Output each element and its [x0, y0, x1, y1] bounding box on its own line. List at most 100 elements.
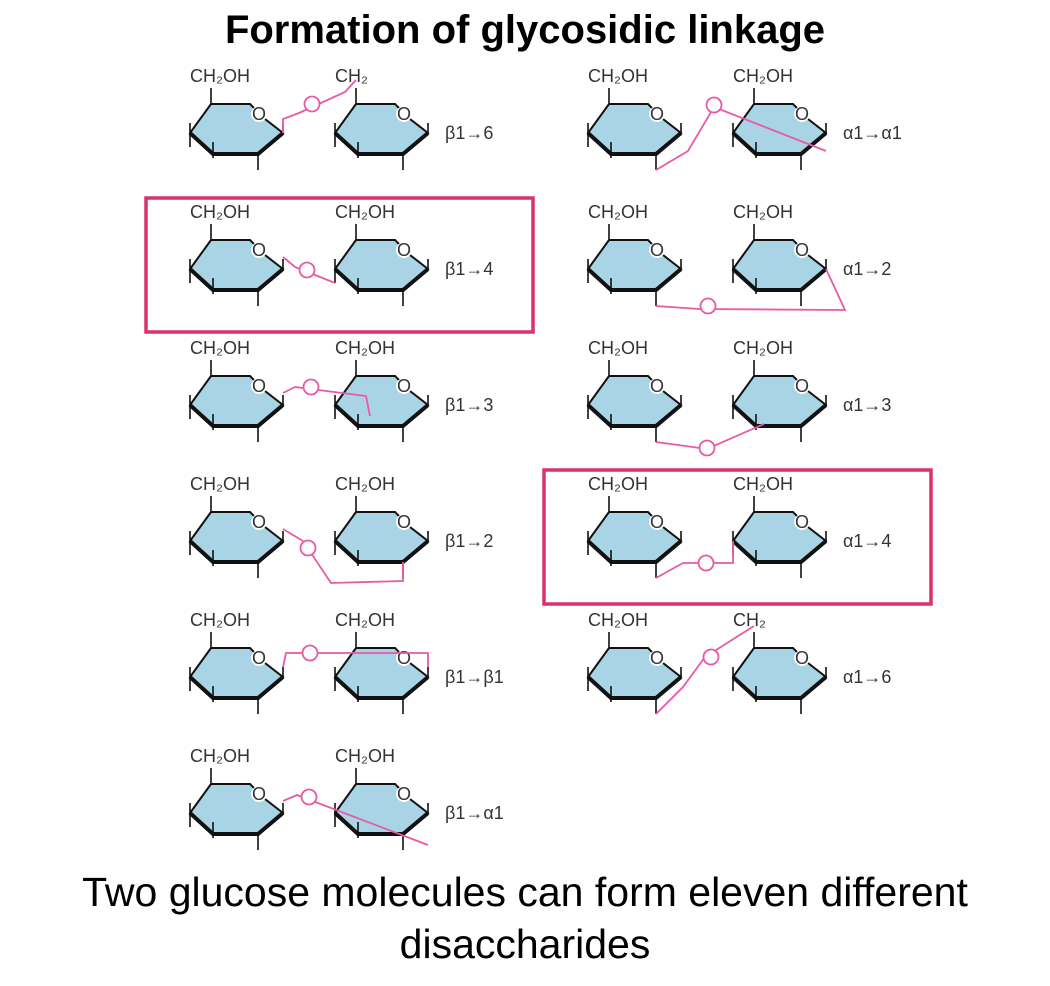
ring-top-label: CH₂OH — [190, 338, 250, 358]
ring-oxygen-bg — [649, 650, 665, 666]
ring-oxygen-label: O — [650, 104, 664, 124]
ring-top-label: CH₂OH — [190, 66, 250, 86]
ring-front-edge — [188, 539, 285, 564]
ring-oxygen-label: O — [650, 648, 664, 668]
ring-top-label: CH₂OH — [335, 746, 395, 766]
ring-top-label: CH₂OH — [733, 474, 793, 494]
glycosidic-bond — [655, 105, 827, 171]
linkage-label: β1→4 — [445, 259, 493, 279]
ring-front-edge — [586, 131, 683, 156]
ring-front-edge — [731, 675, 828, 700]
ring-oxygen-label: O — [650, 512, 664, 532]
glycosidic-bond — [282, 386, 371, 417]
ring-top-label: CH₂OH — [190, 202, 250, 222]
linkage-label: α1→2 — [843, 259, 891, 279]
ring-front-edge — [188, 675, 285, 700]
ring-top-label: CH₂OH — [588, 474, 648, 494]
linkage-label: α1→α1 — [843, 123, 902, 143]
highlight-box — [542, 468, 933, 606]
glycosidic-oxygen — [705, 96, 723, 114]
ring-top-label: CH₂OH — [335, 202, 395, 222]
caption: Two glucose molecules can form eleven di… — [0, 866, 1050, 970]
ring-front-edge — [188, 403, 285, 428]
ring-front-edge — [333, 131, 430, 156]
ring-oxygen-label: O — [397, 784, 411, 804]
ring-oxygen-bg — [649, 106, 665, 122]
ring-oxygen-label: O — [795, 376, 809, 396]
ring-front-edge — [731, 539, 828, 564]
ring-oxygen-bg — [251, 786, 267, 802]
ring-oxygen-label: O — [397, 240, 411, 260]
ring-top-label: CH₂OH — [733, 338, 793, 358]
ring-oxygen-label: O — [252, 104, 266, 124]
glycosidic-oxygen — [702, 648, 720, 666]
linkage-label: α1→3 — [843, 395, 891, 415]
ring-oxygen-label: O — [650, 376, 664, 396]
ring-oxygen-bg — [794, 650, 810, 666]
ring-oxygen-bg — [396, 786, 412, 802]
glycosidic-bond — [282, 528, 404, 584]
ring-oxygen-bg — [251, 650, 267, 666]
ring-top-label: CH₂OH — [190, 746, 250, 766]
glycosidic-bond — [655, 268, 847, 311]
ring-front-edge — [333, 811, 430, 836]
ring-top-label: CH₂OH — [335, 338, 395, 358]
glycosidic-bond — [282, 79, 357, 133]
glycosidic-oxygen — [302, 378, 320, 396]
ring-oxygen-label: O — [252, 648, 266, 668]
ring-oxygen-bg — [396, 378, 412, 394]
ring-oxygen-label: O — [795, 240, 809, 260]
ring-front-edge — [333, 539, 430, 564]
glycosidic-oxygen — [698, 439, 716, 457]
ring-oxygen-bg — [794, 106, 810, 122]
ring-front-edge — [188, 811, 285, 836]
ring-front-edge — [586, 403, 683, 428]
ring-oxygen-label: O — [795, 512, 809, 532]
ring-oxygen-label: O — [252, 240, 266, 260]
ring-oxygen-bg — [649, 378, 665, 394]
ring-oxygen-label: O — [795, 104, 809, 124]
ring-front-edge — [188, 267, 285, 292]
glycosidic-oxygen — [699, 297, 717, 315]
ring-front-edge — [731, 267, 828, 292]
linkage-label: β1→3 — [445, 395, 493, 415]
ring-front-edge — [586, 539, 683, 564]
linkage-label: α1→4 — [843, 531, 891, 551]
ring-top-label: CH₂ — [335, 66, 368, 86]
glycosidic-oxygen — [299, 539, 317, 557]
glycosidic-oxygen — [301, 644, 319, 662]
ring-front-edge — [586, 675, 683, 700]
glycosidic-oxygen — [300, 788, 318, 806]
ring-oxygen-bg — [251, 106, 267, 122]
ring-oxygen-bg — [251, 242, 267, 258]
caption-line-1: Two glucose molecules can form eleven di… — [82, 869, 968, 915]
ring-oxygen-bg — [794, 242, 810, 258]
ring-oxygen-bg — [251, 378, 267, 394]
ring-top-label: CH₂OH — [588, 338, 648, 358]
ring-top-label: CH₂OH — [733, 202, 793, 222]
ring-oxygen-bg — [794, 378, 810, 394]
ring-oxygen-bg — [794, 514, 810, 530]
ring-oxygen-bg — [251, 514, 267, 530]
ring-front-edge — [731, 403, 828, 428]
ring-oxygen-label: O — [795, 648, 809, 668]
